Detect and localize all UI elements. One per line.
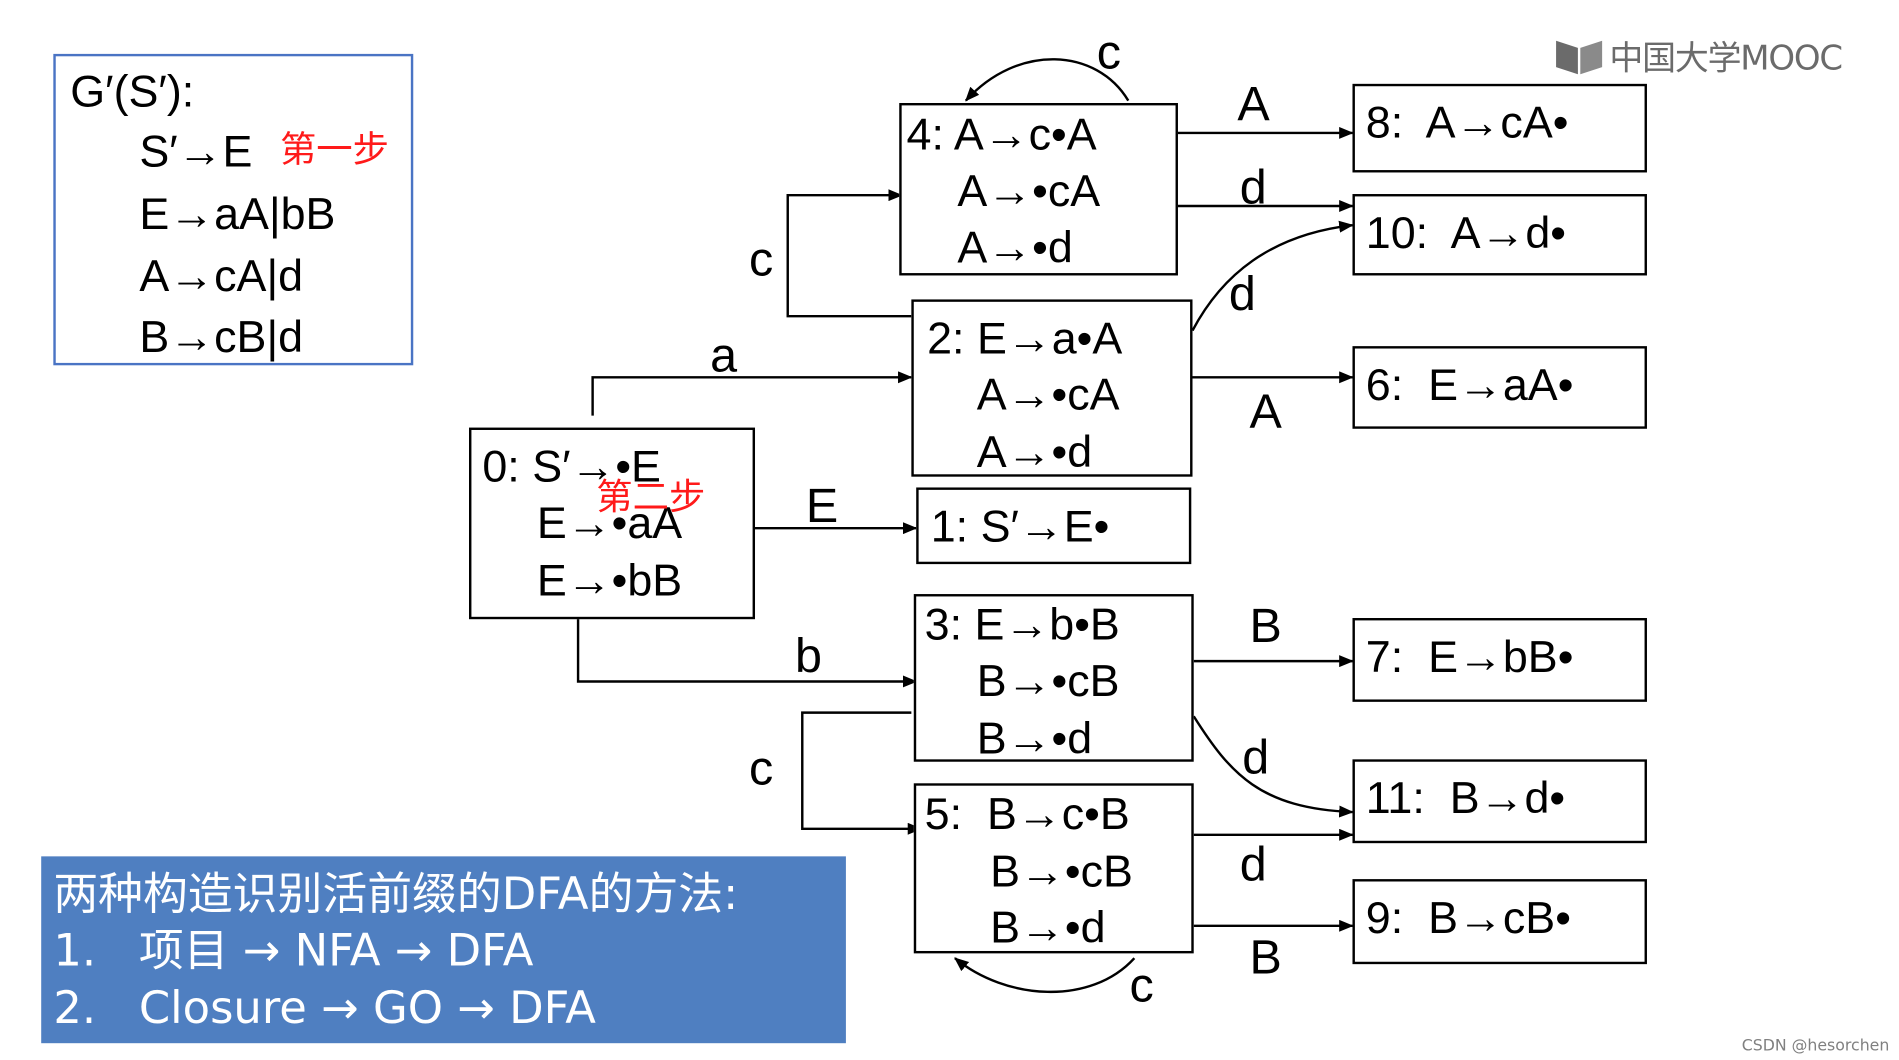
state-5-box — [913, 783, 1194, 954]
logo-text: 中国大学MOOC — [1609, 38, 1843, 78]
state-3-item: B→•d — [976, 713, 1093, 763]
state-0-item: E→•bB — [536, 555, 683, 605]
edge-2-4 — [786, 189, 912, 318]
mooc-logo: 中国大学MOOC — [1554, 36, 1843, 78]
state-2-item: A→•d — [976, 427, 1093, 477]
state-7-item: 7: E→bB• — [1365, 632, 1574, 682]
method-note: 两种构造识别活前缀的DFA的方法: 1. 项目 → NFA → DFA 2. C… — [41, 856, 846, 1044]
edge-label-0-2: a — [710, 329, 738, 383]
watermark: CSDN @hesorchen — [1741, 1037, 1890, 1056]
state-4-item: 4: A→c•A — [906, 110, 1097, 160]
edge-label-0-3: b — [795, 629, 822, 683]
edge-label-5-5: c — [1129, 959, 1154, 1013]
edge-label-4-4: c — [1096, 26, 1122, 80]
edge-0-3 — [576, 618, 918, 688]
edge-label-3-7: B — [1249, 600, 1282, 653]
state-3-box — [913, 594, 1194, 762]
state-10-item: 10: A→d• — [1365, 208, 1566, 258]
state-1-item: 1: S′→E• — [930, 501, 1110, 551]
edge-3-11 — [1192, 715, 1354, 818]
edge-label-5-9: B — [1249, 931, 1282, 985]
state-5-item: B→•cB — [990, 846, 1133, 896]
edge-label-4-10: d — [1239, 161, 1267, 215]
state-8-box — [1352, 83, 1647, 173]
state-2-item: A→•cA — [976, 370, 1120, 420]
state-3-item: 3: E→b•B — [924, 600, 1120, 650]
edge-5-5 — [954, 957, 1136, 994]
state-2-box — [911, 299, 1193, 477]
state-6-item: 6: E→aA• — [1365, 360, 1574, 410]
state-5-item: 5: B→c•B — [924, 789, 1130, 839]
edge-0-2 — [591, 371, 913, 416]
grammar-rule: A→cA|d — [139, 251, 304, 301]
state-2-item: 2: E→a•A — [927, 313, 1123, 363]
edge-4-4 — [964, 58, 1130, 102]
step2-annotation: 第二步 — [596, 476, 706, 519]
mooc-book-icon — [1556, 40, 1603, 75]
edge-label-2-10: d — [1228, 268, 1256, 321]
edge-label-5-11: d — [1239, 838, 1267, 892]
note-item: 2. Closure → GO → DFA — [53, 982, 596, 1034]
step1-annotation: 第一步 — [279, 129, 390, 172]
note-item: 1. 项目 → NFA → DFA — [53, 924, 534, 977]
grammar-rule: E→aA|bB — [139, 189, 336, 239]
state-4-item: A→•d — [957, 222, 1073, 272]
grammar-rule: S′→E — [139, 126, 253, 177]
state-7-box — [1352, 618, 1647, 702]
edge-label-0-1: E — [805, 480, 839, 533]
grammar-box — [53, 53, 414, 366]
edge-label-3-5: c — [748, 742, 774, 796]
edge-label-4-8: A — [1237, 77, 1270, 131]
state-0-box — [469, 427, 756, 620]
state-9-item: 9: B→cB• — [1365, 893, 1571, 943]
edge-label-3-11: d — [1242, 731, 1270, 785]
state-11-box — [1352, 759, 1647, 844]
edge-3-5 — [801, 711, 923, 835]
state-4-item: A→•cA — [957, 166, 1101, 216]
state-9-box — [1352, 879, 1647, 965]
state-1-box — [916, 487, 1192, 565]
state-6-box — [1352, 346, 1647, 429]
edge-label-2-6: A — [1249, 385, 1282, 439]
state-3-item: B→•cB — [976, 656, 1120, 706]
edge-2-10 — [1191, 220, 1354, 332]
state-0-item: E→•aA — [536, 498, 683, 548]
state-10-box — [1352, 194, 1647, 276]
state-11-item: 11: B→d• — [1365, 773, 1566, 823]
grammar-title: G′(S′): — [70, 67, 195, 117]
state-8-item: 8: A→cA• — [1365, 98, 1569, 148]
state-5-item: B→•d — [990, 903, 1106, 953]
grammar-rule: B→cB|d — [139, 312, 304, 362]
edge-label-2-4: c — [748, 233, 774, 287]
state-0-item: 0: S′→•E — [482, 441, 661, 492]
note-heading: 两种构造识别活前缀的DFA的方法: — [53, 868, 739, 920]
state-4-box — [899, 103, 1178, 276]
